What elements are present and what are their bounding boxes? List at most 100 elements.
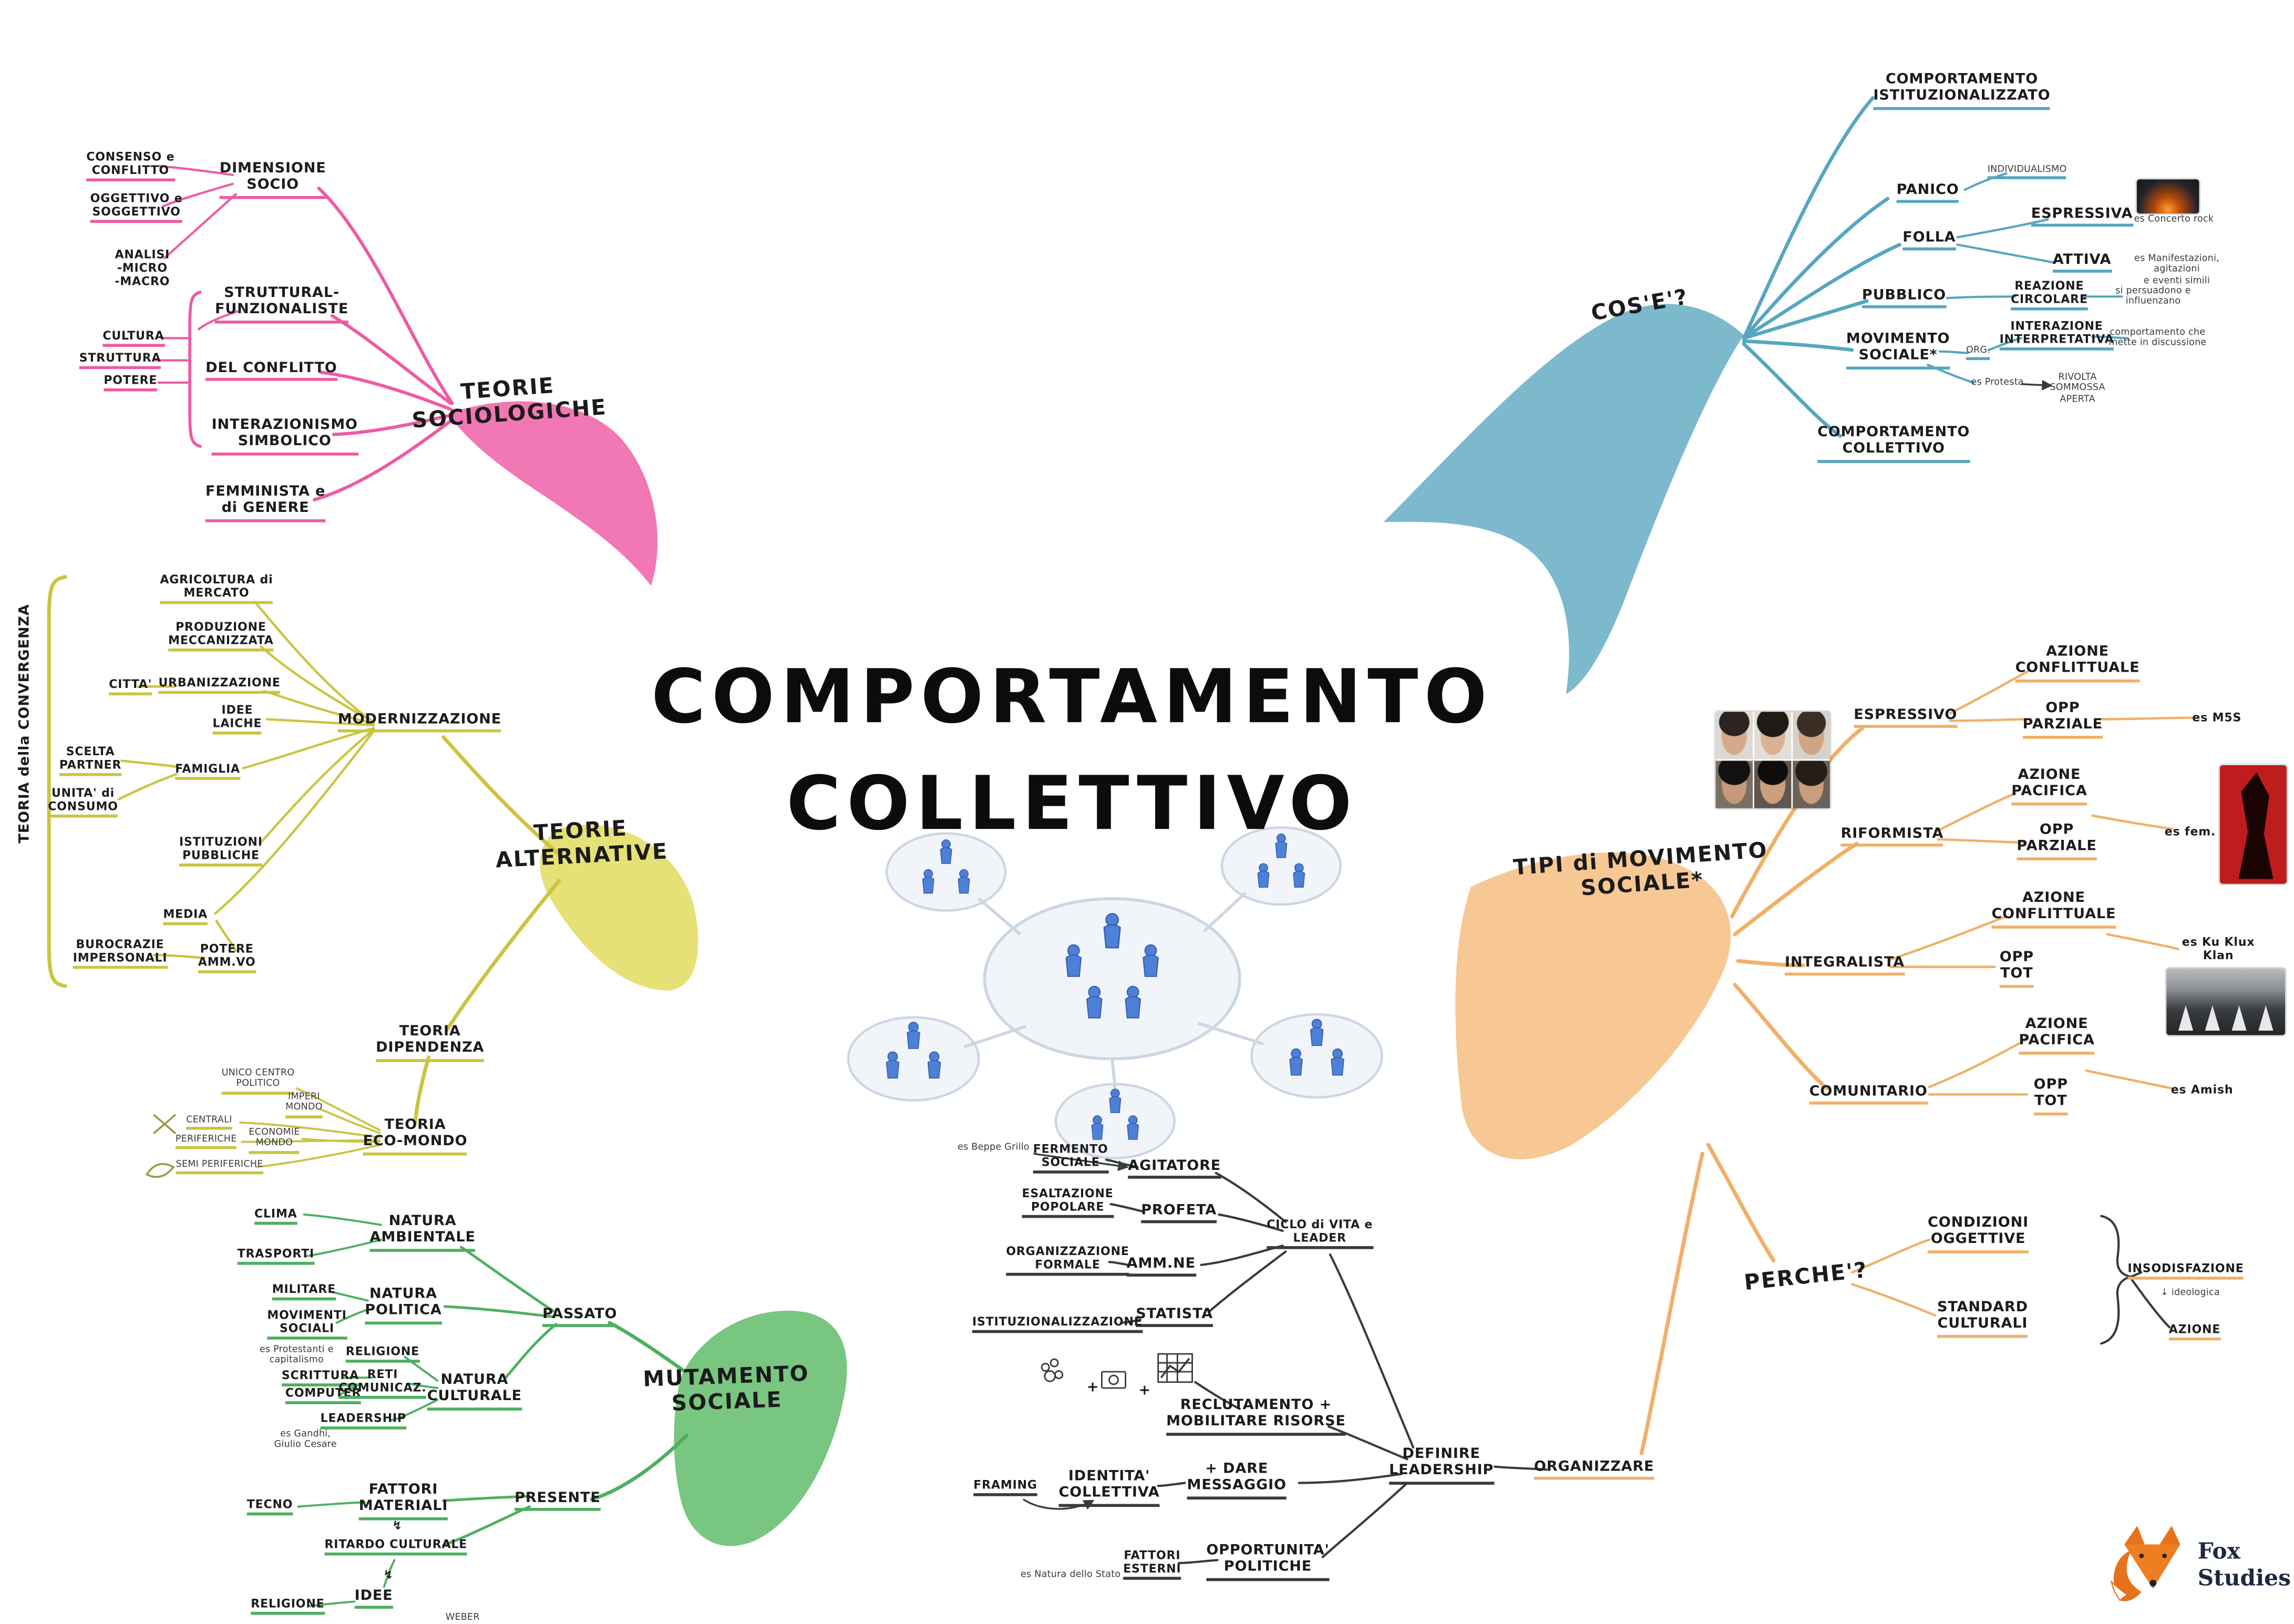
node-azione-conflittuale-integralista: AZIONE CONFLITTUALE — [1991, 890, 2116, 928]
fox-icon — [2110, 1526, 2180, 1601]
node-contrasto-2: ↯ — [383, 1568, 394, 1581]
node-perche: PERCHE'? — [1743, 1259, 1869, 1296]
node-comunitario: COMUNITARIO — [1809, 1084, 1928, 1105]
node-ammne: AMM.NE — [1126, 1256, 1196, 1277]
node-panico: PANICO — [1896, 182, 1959, 204]
node-movimento-sociale: MOVIMENTO SOCIALE* — [1846, 331, 1950, 369]
node-azione: AZIONE — [2168, 1323, 2221, 1341]
node-istituzioni-pubbliche: ISTITUZIONI PUBBLICHE — [179, 835, 263, 867]
node-contrasto-1: ↯ — [392, 1519, 403, 1533]
node-es-manifestazioni: es Manifestazioni, agitazioni e eventi s… — [2134, 253, 2220, 286]
node-org: ORG. — [1966, 345, 1991, 361]
face-photo-cell — [1793, 760, 1830, 808]
node-famiglia: FAMIGLIA — [175, 762, 240, 780]
node-militare: MILITARE — [272, 1282, 336, 1301]
node-religione-passato: RELIGIONE — [345, 1345, 420, 1363]
node-femminista-genere: FEMMINISTA e di GENERE — [205, 484, 326, 522]
node-oggettivo-soggettivo: OGGETTIVO e SOGGETTIVO — [90, 192, 183, 224]
yellow-branch-lines — [47, 575, 563, 1178]
node-ciclo-vita-leader: CICLO di VITA e LEADER — [1267, 1218, 1373, 1250]
node-religione-presente: RELIGIONE — [251, 1597, 325, 1615]
feminist-poster-photo — [2219, 765, 2287, 884]
face-photo-cell — [1715, 760, 1753, 808]
node-scrittura: SCRITTURA — [281, 1369, 359, 1387]
green-trunk — [674, 1310, 847, 1546]
node-idee-laiche: IDEE LAICHE — [212, 703, 262, 735]
recruit-sketch-icons — [1041, 1353, 1193, 1389]
node-es-amish: es Amish — [2170, 1083, 2234, 1097]
face-photo-cell — [1715, 712, 1753, 759]
node-fattori-materiali: FATTORI MATERIALI — [358, 1482, 448, 1520]
node-azione-conflittuale-espressivo: AZIONE CONFLITTUALE — [2015, 644, 2140, 682]
node-consenso-conflitto: CONSENSO e CONFLITTO — [86, 150, 175, 182]
face-photo-cell — [1793, 712, 1830, 759]
node-presente: PRESENTE — [515, 1490, 601, 1512]
node-es-ku-klux-klan: es Ku Klux Klan — [2182, 935, 2255, 963]
pink-trunk — [448, 401, 658, 586]
logo-text-line2: Studies — [2197, 1564, 2291, 1591]
node-passato: PASSATO — [542, 1306, 618, 1328]
node-teorie-sociologiche: TEORIE SOCIOLOGICHE — [411, 375, 608, 434]
node-dare-messaggio: + DARE MESSAGGIO — [1187, 1461, 1287, 1499]
node-comportamento-istituzionalizzato: COMPORTAMENTO ISTITUZIONALIZZATO — [1873, 71, 2051, 110]
node-agitatore: AGITATORE — [1128, 1158, 1221, 1179]
node-es-gandhi: es Gandhi, Giulio Cesare — [274, 1429, 337, 1451]
node-economie-mondo: ECONOMIE MONDO — [249, 1127, 300, 1154]
node-periferiche: PERIFERICHE — [175, 1134, 237, 1150]
node-unita-consumo: UNITA' di CONSUMO — [48, 786, 118, 818]
node-cultura: CULTURA — [102, 329, 164, 347]
protesta-arrow — [2021, 379, 2053, 390]
node-interazione-interpretativa: INTERAZIONE INTERPRETATIVA — [1999, 320, 2114, 351]
node-clima: CLIMA — [254, 1207, 297, 1225]
teal-branch-lines — [1742, 96, 2130, 438]
node-profeta: PROFETA — [1141, 1202, 1217, 1224]
node-interazionismo-simbolico: INTERAZIONISMO SIMBOLICO — [211, 417, 358, 455]
face-photo-cell — [1754, 712, 1792, 759]
node-tipi-movimento-sociale: TIPI di MOVIMENTO SOCIALE* — [1513, 839, 1769, 902]
node-reazione-circolare: REAZIONE CIRCOLARE — [2011, 279, 2088, 311]
node-individualismo: INDIVIDUALISMO — [1987, 165, 2067, 180]
green-branch-lines — [297, 1213, 688, 1607]
node-trasporti: TRASPORTI — [237, 1247, 315, 1266]
node-weber: WEBER — [445, 1612, 480, 1623]
node-organizzare: ORGANIZZARE — [1534, 1459, 1654, 1481]
teal-trunk — [1383, 304, 1744, 694]
node-esaltazione-popolare: ESALTAZIONE POPOLARE — [1022, 1187, 1114, 1219]
node-urbanizzazione: URBANIZZAZIONE — [158, 676, 281, 694]
node-analisi-micro-macro: ANALISI -MICRO -MACRO — [115, 248, 170, 289]
node-cose: COS'E'? — [1589, 286, 1691, 326]
orange-trunk — [1455, 852, 1731, 1159]
node-condizioni-oggettive: CONDIZIONI OGGETTIVE — [1928, 1215, 2029, 1253]
node-riformista: RIFORMISTA — [1840, 826, 1944, 847]
yellow-trunk — [540, 825, 698, 991]
node-rivolta-sommossa-aperta: RIVOLTA SOMMOSSA APERTA — [2050, 372, 2105, 405]
node-plus-1: + — [1086, 1380, 1099, 1396]
node-teoria-dipendenza: TEORIA DIPENDENZA — [376, 1023, 485, 1062]
node-standard-culturali: STANDARD CULTURALI — [1937, 1299, 2028, 1338]
organizer-lines — [1105, 1158, 2171, 1565]
node-opp-parziale-espressivo: OPP PARZIALE — [2022, 700, 2103, 738]
node-integralista: INTEGRALISTA — [1785, 955, 1905, 977]
node-teoria-eco-mondo: TEORIA ECO-MONDO — [363, 1117, 468, 1155]
activists-faces-photo — [1715, 712, 1830, 808]
node-opp-tot-integralista: OPP TOT — [1999, 949, 2034, 988]
node-identita-collettiva: IDENTITA' COLLETTIVA — [1058, 1468, 1160, 1507]
node-pubblico: PUBBLICO — [1861, 287, 1946, 309]
node-es-protesta: es Protesta — [1971, 377, 2024, 388]
node-si-persuadono: si persuadono e influenzano — [2115, 285, 2191, 307]
node-semi-periferiche: SEMI PERIFERICHE — [176, 1159, 263, 1175]
node-espressiva: ESPRESSIVA — [2031, 206, 2133, 228]
node-struttural-funzionaliste: STRUTTURAL- FUNZIONALISTE — [214, 285, 349, 323]
node-es-beppe-grillo: es Beppe Grillo — [958, 1142, 1030, 1153]
concert-photo — [2136, 179, 2199, 214]
map-title-line2: COLLETTIVO — [786, 760, 1358, 847]
node-dimensione-socio: DIMENSIONE SOCIO — [219, 160, 326, 199]
node-espressivo: ESPRESSIVO — [1854, 707, 1958, 728]
node-produzione-meccanizzata: PRODUZIONE MECCANIZZATA — [168, 620, 274, 652]
node-folla: FOLLA — [1902, 230, 1956, 251]
node-ideologica: ↓ ideologica — [2161, 1288, 2220, 1298]
logo-text-line1: Fox — [2197, 1537, 2240, 1565]
node-opp-parziale-riformista: OPP PARZIALE — [2017, 822, 2097, 860]
